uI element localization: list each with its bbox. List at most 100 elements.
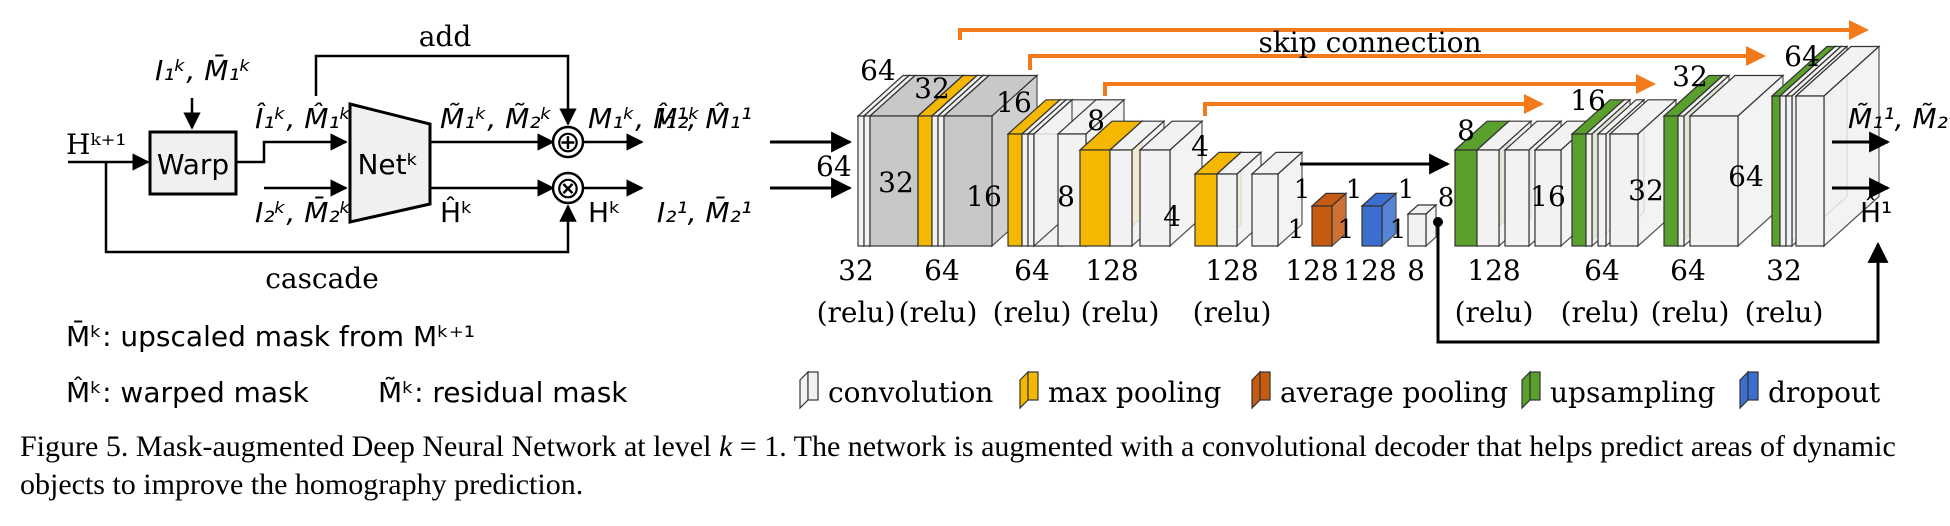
encoder-3-layer-3-front bbox=[1027, 133, 1035, 247]
legend-swatch bbox=[1529, 371, 1541, 401]
caption-suffix: . The network is augmented with a convol… bbox=[20, 430, 1896, 501]
d2-top-label: 16 bbox=[1570, 84, 1606, 117]
relu-8-label: (relu) bbox=[1651, 296, 1730, 329]
e2-top-label: 32 bbox=[914, 72, 950, 105]
relu-7-label: (relu) bbox=[1561, 296, 1640, 329]
d4-bottom-label: 32 bbox=[1766, 254, 1802, 287]
b2-side-label: 1 bbox=[1338, 215, 1355, 245]
relu-6-label: (relu) bbox=[1455, 296, 1534, 329]
decoder-1-layer-2-front bbox=[1476, 149, 1500, 247]
e1-side-label: 32 bbox=[878, 166, 914, 199]
encoder-3-layer-1-front bbox=[1007, 133, 1023, 247]
decoder-4-conv-3 bbox=[1794, 45, 1881, 248]
b1-top-label: 1 bbox=[1294, 175, 1311, 205]
warped-output-label: Î₁ᵏ, M̂₁ᵏ bbox=[255, 101, 352, 135]
decoder-4-layer-1-front bbox=[1771, 95, 1781, 247]
d1-side-label: 8 bbox=[1438, 183, 1455, 213]
d3-top-label: 32 bbox=[1672, 60, 1708, 93]
caption-prefix: Figure 5. Mask-augmented Deep Neural Net… bbox=[20, 430, 712, 463]
b2-bottom-label: 128 bbox=[1343, 254, 1396, 287]
encoder-1-layer-2-front bbox=[863, 115, 871, 247]
legend-swatch-side bbox=[1739, 370, 1749, 410]
bottleneck-avgpool bbox=[1310, 192, 1348, 248]
d2-side-label: 16 bbox=[1530, 180, 1566, 213]
legend-upscaled-mask: M̄ᵏ: upscaled mask from Mᵏ⁺¹ bbox=[66, 319, 475, 353]
encoder-2-layer-4-front bbox=[943, 115, 993, 247]
output-bottom-label: Ĥ¹ bbox=[1860, 195, 1892, 229]
times-symbol: ⊗ bbox=[555, 171, 580, 206]
skip-connection-2 bbox=[1028, 46, 1766, 70]
input-top-label: Î₁¹, M̂₁¹ bbox=[657, 101, 752, 135]
legend-item-2: max pooling bbox=[1019, 370, 1222, 410]
encoder-5-conv-2 bbox=[1250, 151, 1304, 248]
decoder-2-layer-1-front bbox=[1571, 133, 1587, 247]
encoder-2-layer-2-front bbox=[931, 115, 939, 247]
encoder-5-layer-2-front bbox=[1216, 173, 1238, 247]
plus-symbol: ⊕ bbox=[555, 125, 580, 160]
encoder-3-layer-2-front bbox=[1021, 133, 1029, 247]
encoder-4-layer-2-front bbox=[1109, 149, 1133, 247]
relu-2-label: (relu) bbox=[899, 296, 978, 329]
b1-side-label: 1 bbox=[1288, 215, 1305, 245]
e4-side-label: 8 bbox=[1057, 180, 1075, 213]
skip-connections bbox=[958, 20, 1869, 116]
bottleneck-conv bbox=[1406, 203, 1438, 248]
legend-swatch-side bbox=[1019, 370, 1029, 410]
decoder-2-conv-2-front bbox=[1597, 133, 1607, 247]
network-blocks: 6432323264161664881284412811128111281188… bbox=[817, 40, 1881, 329]
times-operator bbox=[551, 171, 585, 205]
second-input-label: I₂ᵏ, M̄₂ᵏ bbox=[255, 195, 352, 229]
skip-connection-3 bbox=[1103, 74, 1656, 96]
skip-connection-1 bbox=[958, 20, 1869, 40]
legend-residual-mask: M̃ᵏ: residual mask bbox=[378, 376, 628, 409]
encoder-4-conv-2 bbox=[1138, 119, 1204, 248]
relu-3-label: (relu) bbox=[993, 296, 1072, 329]
io-arrows bbox=[770, 131, 1891, 344]
legend-label: average pooling bbox=[1280, 376, 1508, 409]
e2-bottom-label: 64 bbox=[924, 254, 960, 287]
d4-side-label: 64 bbox=[1728, 160, 1764, 193]
input-bottom-label: I₂¹, M̄₂¹ bbox=[657, 195, 752, 229]
e5-top-label: 4 bbox=[1191, 130, 1209, 163]
bottleneck-dropout bbox=[1360, 192, 1398, 248]
input-channels-label: 64 bbox=[816, 150, 852, 183]
operators bbox=[551, 125, 585, 205]
output-top-label: M̃₁¹, M̃₂¹ bbox=[1848, 102, 1950, 135]
warp-output-line bbox=[236, 133, 348, 164]
legend-label: upsampling bbox=[1550, 376, 1715, 409]
skip-connection-label: skip connection bbox=[1258, 26, 1481, 59]
branch-dot bbox=[1433, 217, 1443, 227]
legend-label: convolution bbox=[828, 376, 993, 409]
decoder-4-layer-2-front bbox=[1779, 95, 1787, 247]
legend-label: max pooling bbox=[1048, 376, 1222, 409]
legend-item-4: upsampling bbox=[1521, 370, 1715, 410]
h-hat-label: Ĥᵏ bbox=[440, 195, 473, 229]
encoder-5-conv-2-front bbox=[1251, 173, 1279, 247]
encoder-4-layer-1-front bbox=[1079, 149, 1111, 247]
legend-item-1: convolution bbox=[799, 370, 993, 410]
e5-side-label: 4 bbox=[1163, 200, 1181, 233]
caption-equals: = 1 bbox=[739, 430, 780, 463]
e4-bottom-label: 128 bbox=[1085, 254, 1138, 287]
e3-top-label: 16 bbox=[996, 86, 1032, 119]
relu-4-label: (relu) bbox=[1081, 296, 1160, 329]
net-box bbox=[348, 102, 432, 224]
e3-bottom-label: 64 bbox=[1014, 254, 1050, 287]
bottleneck-dropout-front bbox=[1361, 205, 1383, 247]
d3-bottom-label: 64 bbox=[1670, 254, 1706, 287]
legend-swatch-side bbox=[1521, 370, 1531, 410]
e4-top-label: 8 bbox=[1087, 104, 1105, 137]
caption-math: k bbox=[718, 430, 733, 463]
legend-item-5: dropout bbox=[1739, 370, 1881, 410]
b3-top-label: 1 bbox=[1398, 175, 1415, 205]
residual-output-label: M̃₁ᵏ, M̃₂ᵏ bbox=[440, 102, 552, 135]
decoder-4-conv-3-front bbox=[1795, 95, 1825, 247]
legend-swatch bbox=[1747, 371, 1759, 401]
b1-bottom-label: 128 bbox=[1285, 254, 1338, 287]
relu-5-label: (relu) bbox=[1193, 296, 1272, 329]
legend-warped-mask: M̂ᵏ: warped mask bbox=[66, 376, 310, 409]
cascade-diagram bbox=[68, 54, 644, 254]
legend-swatch bbox=[1259, 371, 1271, 401]
relu-1-label: (relu) bbox=[817, 296, 896, 329]
